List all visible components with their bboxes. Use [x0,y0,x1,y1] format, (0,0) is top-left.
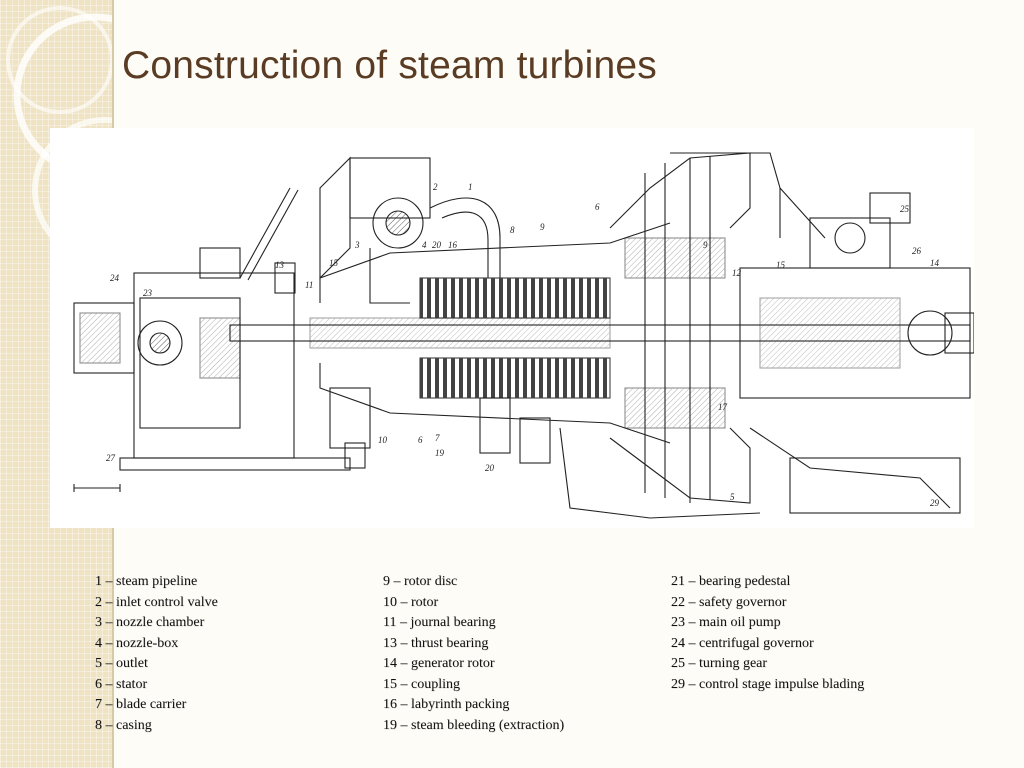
callout-20: 20 [432,240,442,250]
turbine-drawing: 24 23 13 11 15 3 2 1 4 20 16 8 9 6 9 12 … [73,152,975,519]
callout-26: 26 [912,246,922,256]
legend-column-1: 1 – steam pipeline 2 – inlet control val… [95,572,218,736]
legend-item: 1 – steam pipeline [95,574,198,589]
turbine-cross-section-diagram: 24 23 13 11 15 3 2 1 4 20 16 8 9 6 9 12 … [50,128,975,528]
callout-15b: 15 [776,260,786,270]
legend-column-3: 21 – bearing pedestal 22 – safety govern… [671,572,864,695]
callout-24: 24 [110,273,120,283]
legend-item: 13 – thrust bearing [383,635,489,651]
callout-13: 13 [275,260,285,270]
slide-title: Construction of steam turbines [122,44,657,87]
legend-item: 22 – safety governor [671,594,787,610]
callout-6: 6 [595,202,600,212]
callout-7: 7 [435,433,440,443]
legend-item: 2 – inlet control valve [95,594,218,610]
legend-item: 6 – stator [95,676,148,692]
legend-item: 14 – generator rotor [383,656,495,671]
callout-20b: 20 [485,463,495,473]
callout-11: 11 [305,280,313,290]
legend-item: 15 – coupling [383,676,460,692]
callout-16: 16 [448,240,458,250]
callout-19: 19 [435,448,445,458]
legend-item: 7 – blade carrier [95,697,187,712]
legend-item: 11 – journal bearing [383,615,496,630]
callout-9: 9 [540,222,545,232]
legend-item: 24 – centrifugal governor [671,635,814,651]
callout-3: 3 [354,240,360,250]
callout-9b: 9 [703,240,708,250]
legend-item: 8 – casing [95,717,152,733]
callout-5: 5 [730,492,735,502]
legend-item: 25 – turning gear [671,656,768,671]
callout-14: 14 [930,258,940,268]
callout-25: 25 [900,204,910,214]
legend-item: 19 – steam bleeding (extraction) [383,717,565,733]
callout-23: 23 [143,288,153,298]
callout-29: 29 [930,498,940,508]
callout-8: 8 [510,225,515,235]
callout-15: 15 [329,258,339,268]
callout-27: 27 [106,453,116,463]
callout-1: 1 [468,182,473,192]
legend-item: 3 – nozzle chamber [95,615,205,630]
legend-item: 4 – nozzle-box [95,635,179,651]
legend-item: 29 – control stage impulse blading [671,676,865,692]
callout-4: 4 [422,240,427,250]
callout-labels: 24 23 13 11 15 3 2 1 4 20 16 8 9 6 9 12 … [106,182,940,508]
callout-17: 17 [718,402,728,412]
legend-item: 10 – rotor [383,594,439,610]
callout-6b: 6 [418,435,423,445]
legend-item: 23 – main oil pump [671,615,781,630]
legend-item: 16 – labyrinth packing [383,697,510,712]
legend-item: 21 – bearing pedestal [671,574,791,589]
legend-item: 5 – outlet [95,656,148,671]
callout-10: 10 [378,435,388,445]
callout-2: 2 [433,182,438,192]
callout-12: 12 [732,268,742,278]
legend-column-2: 9 – rotor disc 10 – rotor 11 – journal b… [383,572,564,736]
legend-item: 9 – rotor disc [383,574,458,589]
